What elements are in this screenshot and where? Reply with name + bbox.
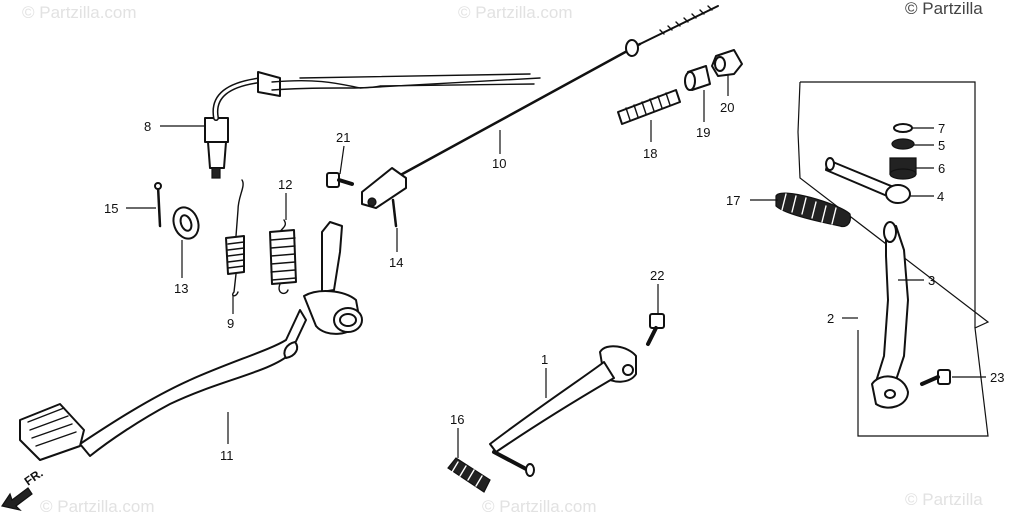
callout-19: 19 bbox=[696, 125, 710, 140]
bolt-part-21 bbox=[326, 172, 354, 188]
callout-5: 5 bbox=[938, 138, 945, 153]
assembly-2-outline-right bbox=[800, 81, 976, 328]
shift-arm-part-4 bbox=[825, 157, 911, 204]
washer-part-13 bbox=[172, 206, 200, 240]
watermark-bottom-left: © Partzilla.com bbox=[40, 497, 155, 516]
callout-15: 15 bbox=[104, 201, 118, 216]
switch-part-8 bbox=[204, 71, 541, 179]
brake-pedal-part-11 bbox=[19, 221, 363, 461]
callout-22: 22 bbox=[650, 268, 664, 283]
callout-2: 2 bbox=[827, 311, 834, 326]
callout-7: 7 bbox=[938, 121, 945, 136]
washer-part-5 bbox=[891, 138, 915, 150]
collar-part-19 bbox=[684, 65, 711, 91]
watermark-bottom-right: © Partzilla bbox=[905, 490, 983, 509]
bolt-part-22 bbox=[646, 313, 665, 346]
spring-part-12 bbox=[269, 219, 297, 295]
spring-part-16 bbox=[447, 457, 491, 493]
watermark-top-center: © Partzilla.com bbox=[458, 3, 573, 22]
callout-4: 4 bbox=[937, 189, 944, 204]
watermark-top-right: © Partzilla bbox=[905, 0, 983, 18]
brake-arm-part-1 bbox=[489, 345, 637, 477]
watermark-bottom-center: © Partzilla.com bbox=[482, 497, 597, 516]
seal-part-6 bbox=[889, 157, 917, 180]
callout-20: 20 bbox=[720, 100, 734, 115]
callout-labels: 1 2 3 4 5 6 7 8 9 10 11 12 13 14 15 16 1… bbox=[104, 100, 1004, 463]
watermark-top-left: © Partzilla.com bbox=[22, 3, 137, 22]
pin-part-15 bbox=[154, 182, 162, 228]
callout-17: 17 bbox=[726, 193, 740, 208]
spring-part-9 bbox=[225, 179, 245, 297]
callout-18: 18 bbox=[643, 146, 657, 161]
cotter-pin-part-14 bbox=[391, 198, 398, 228]
callout-3: 3 bbox=[928, 273, 935, 288]
leader-lines bbox=[126, 74, 986, 458]
callout-14: 14 bbox=[389, 255, 403, 270]
callout-8: 8 bbox=[144, 119, 151, 134]
callout-21: 21 bbox=[336, 130, 350, 145]
assembly-2-outline bbox=[797, 81, 990, 437]
callout-10: 10 bbox=[492, 156, 506, 171]
callout-12: 12 bbox=[278, 177, 292, 192]
nut-part-20 bbox=[711, 49, 743, 77]
callout-13: 13 bbox=[174, 281, 188, 296]
spring-part-18 bbox=[617, 89, 681, 125]
brake-rod-part-10 bbox=[361, 5, 719, 209]
callout-16: 16 bbox=[450, 412, 464, 427]
callout-9: 9 bbox=[227, 316, 234, 331]
bolt-part-23 bbox=[920, 369, 951, 386]
callout-6: 6 bbox=[938, 161, 945, 176]
shift-pedal-part-2 bbox=[871, 221, 909, 409]
rubber-part-17 bbox=[775, 192, 851, 228]
circlip-part-7 bbox=[893, 123, 913, 133]
callout-11: 11 bbox=[220, 448, 234, 463]
front-direction-label: FR. bbox=[22, 466, 46, 489]
callout-23: 23 bbox=[990, 370, 1004, 385]
callout-1: 1 bbox=[541, 352, 548, 367]
